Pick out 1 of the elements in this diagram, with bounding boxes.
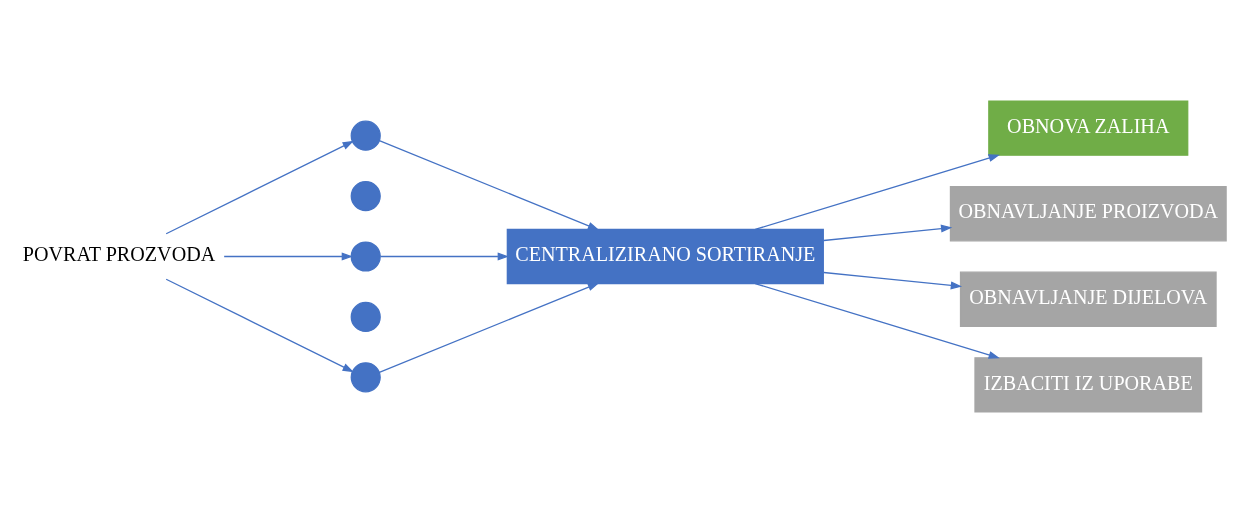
node-text: POVRAT PROZVODA	[22, 243, 216, 266]
